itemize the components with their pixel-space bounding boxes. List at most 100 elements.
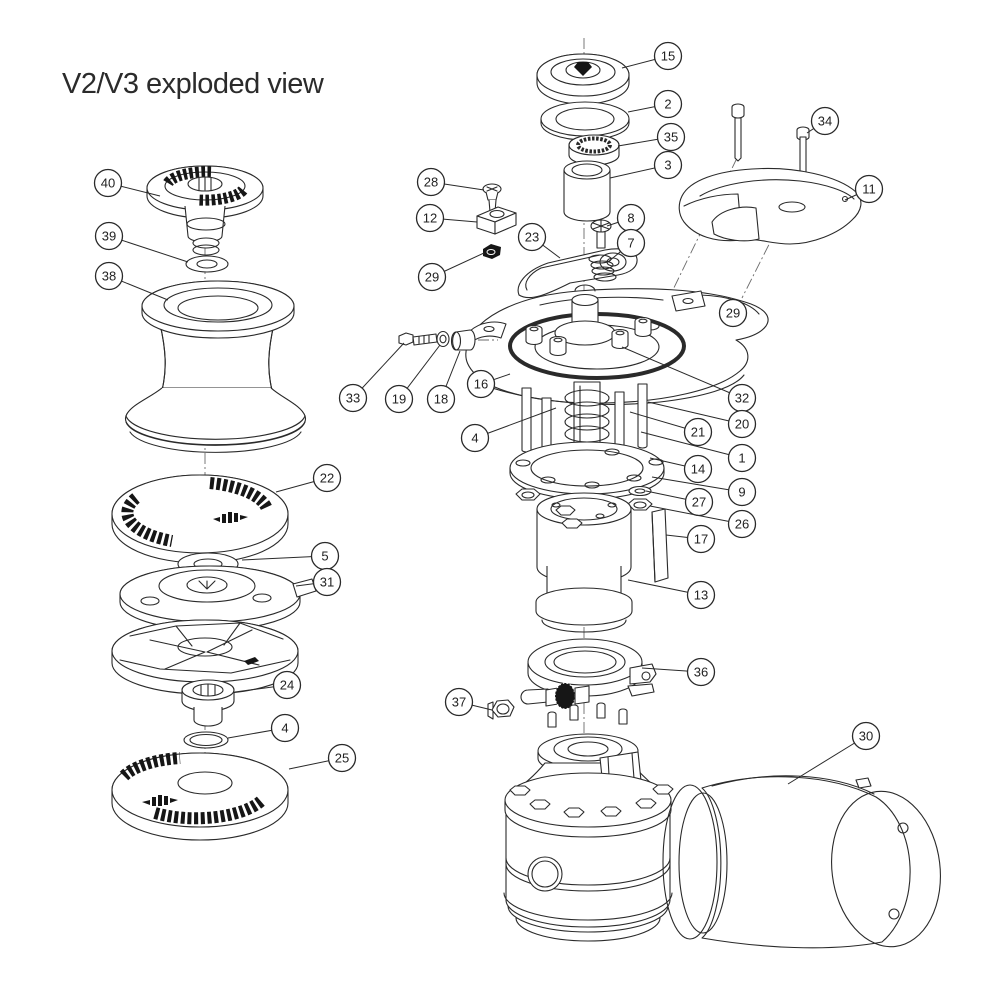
callout-12: 12 (415, 203, 478, 233)
part-13-gearbox-adaptor (535, 492, 633, 633)
callout-29: 29 (417, 252, 485, 292)
svg-text:23: 23 (525, 230, 539, 245)
svg-text:33: 33 (346, 391, 360, 406)
callout-28: 28 (416, 167, 485, 197)
svg-text:4: 4 (281, 721, 288, 736)
callout-4: 4 (460, 407, 557, 453)
callout-17: 17 (665, 524, 716, 554)
part-2-washer (540, 101, 630, 141)
callout-2: 2 (627, 89, 683, 119)
svg-text:18: 18 (434, 392, 448, 407)
callout-14: 14 (649, 454, 713, 484)
part-3-spacer (563, 160, 611, 222)
callout-21: 21 (629, 411, 713, 447)
svg-text:20: 20 (735, 417, 749, 432)
callout-36: 36 (641, 657, 716, 687)
svg-text:13: 13 (694, 588, 708, 603)
part-18-knob (450, 329, 498, 351)
svg-text:34: 34 (818, 114, 832, 129)
callout-35: 35 (617, 122, 686, 152)
deck-studs (525, 316, 652, 357)
callout-15: 15 (621, 41, 683, 71)
callout-30: 30 (787, 721, 881, 785)
svg-text:29: 29 (726, 306, 740, 321)
callout-4: 4 (227, 713, 300, 743)
part-17-rod (651, 508, 669, 583)
svg-text:28: 28 (424, 175, 438, 190)
svg-text:39: 39 (102, 229, 116, 244)
callout-24: 24 (234, 670, 302, 700)
svg-text:38: 38 (102, 269, 116, 284)
part-center-shaft-stub (554, 284, 616, 346)
part-40-cap (146, 165, 264, 256)
svg-text:14: 14 (691, 462, 705, 477)
svg-text:1: 1 (738, 451, 745, 466)
callout-39: 39 (94, 221, 189, 263)
svg-text:27: 27 (692, 495, 706, 510)
callout-34: 34 (806, 106, 840, 136)
svg-text:37: 37 (452, 695, 466, 710)
svg-text:24: 24 (280, 678, 294, 693)
callout-1: 1 (640, 431, 757, 473)
part-19-washer (436, 330, 450, 348)
svg-text:15: 15 (661, 49, 675, 64)
part-22-disc (111, 474, 289, 564)
part-27-washer (628, 485, 652, 497)
svg-text:2: 2 (664, 97, 671, 112)
part-36-clamp (520, 638, 657, 710)
svg-text:22: 22 (320, 471, 334, 486)
callout-23: 23 (517, 222, 561, 259)
part-gypsy-chainwheel (111, 619, 299, 695)
part-26-nut (515, 488, 653, 511)
callout-11: 11 (844, 174, 884, 204)
part-35-bearing-nut (568, 134, 620, 166)
svg-text:29: 29 (425, 270, 439, 285)
callout-33: 33 (338, 342, 405, 413)
svg-text:7: 7 (627, 236, 634, 251)
part-28-screw (482, 183, 502, 213)
svg-text:26: 26 (735, 517, 749, 532)
callout-7: 7 (607, 228, 646, 263)
callout-37: 37 (444, 687, 493, 717)
svg-text:5: 5 (321, 549, 328, 564)
svg-text:30: 30 (859, 729, 873, 744)
svg-text:16: 16 (474, 377, 488, 392)
svg-text:4: 4 (471, 431, 478, 446)
part-4-lower-ring (183, 731, 229, 749)
part-29-nut-small (483, 244, 501, 259)
part-37-plug (487, 699, 515, 720)
svg-text:8: 8 (627, 211, 634, 226)
callout-13: 13 (627, 579, 716, 610)
svg-text:17: 17 (694, 532, 708, 547)
part-31-disc (119, 565, 317, 631)
svg-text:35: 35 (664, 130, 678, 145)
part-38-drum (124, 280, 307, 453)
part-25-disc (111, 752, 289, 841)
callout-38: 38 (94, 261, 169, 301)
callout-29: 29 (718, 298, 748, 328)
callout-3: 3 (609, 150, 683, 180)
part-15-cap (536, 53, 630, 105)
part-shaft-spring (564, 389, 610, 443)
svg-text:19: 19 (392, 392, 406, 407)
callout-40: 40 (93, 168, 161, 198)
svg-text:31: 31 (320, 575, 334, 590)
svg-text:3: 3 (664, 158, 671, 173)
callout-20: 20 (647, 401, 757, 439)
callout-9: 9 (651, 476, 757, 507)
page-title: V2/V3 exploded view (62, 68, 324, 100)
callout-19: 19 (384, 344, 441, 414)
svg-text:11: 11 (862, 182, 876, 197)
callout-16: 16 (466, 369, 511, 399)
part-mounting-bolt (731, 103, 745, 162)
callout-5: 5 (241, 541, 340, 571)
part-24-hub (181, 679, 235, 727)
callout-25: 25 (288, 743, 357, 773)
part-12-chain-pipe (476, 206, 517, 235)
callout-26: 26 (649, 505, 757, 539)
part-30-motor (662, 775, 941, 949)
svg-text:40: 40 (101, 176, 115, 191)
